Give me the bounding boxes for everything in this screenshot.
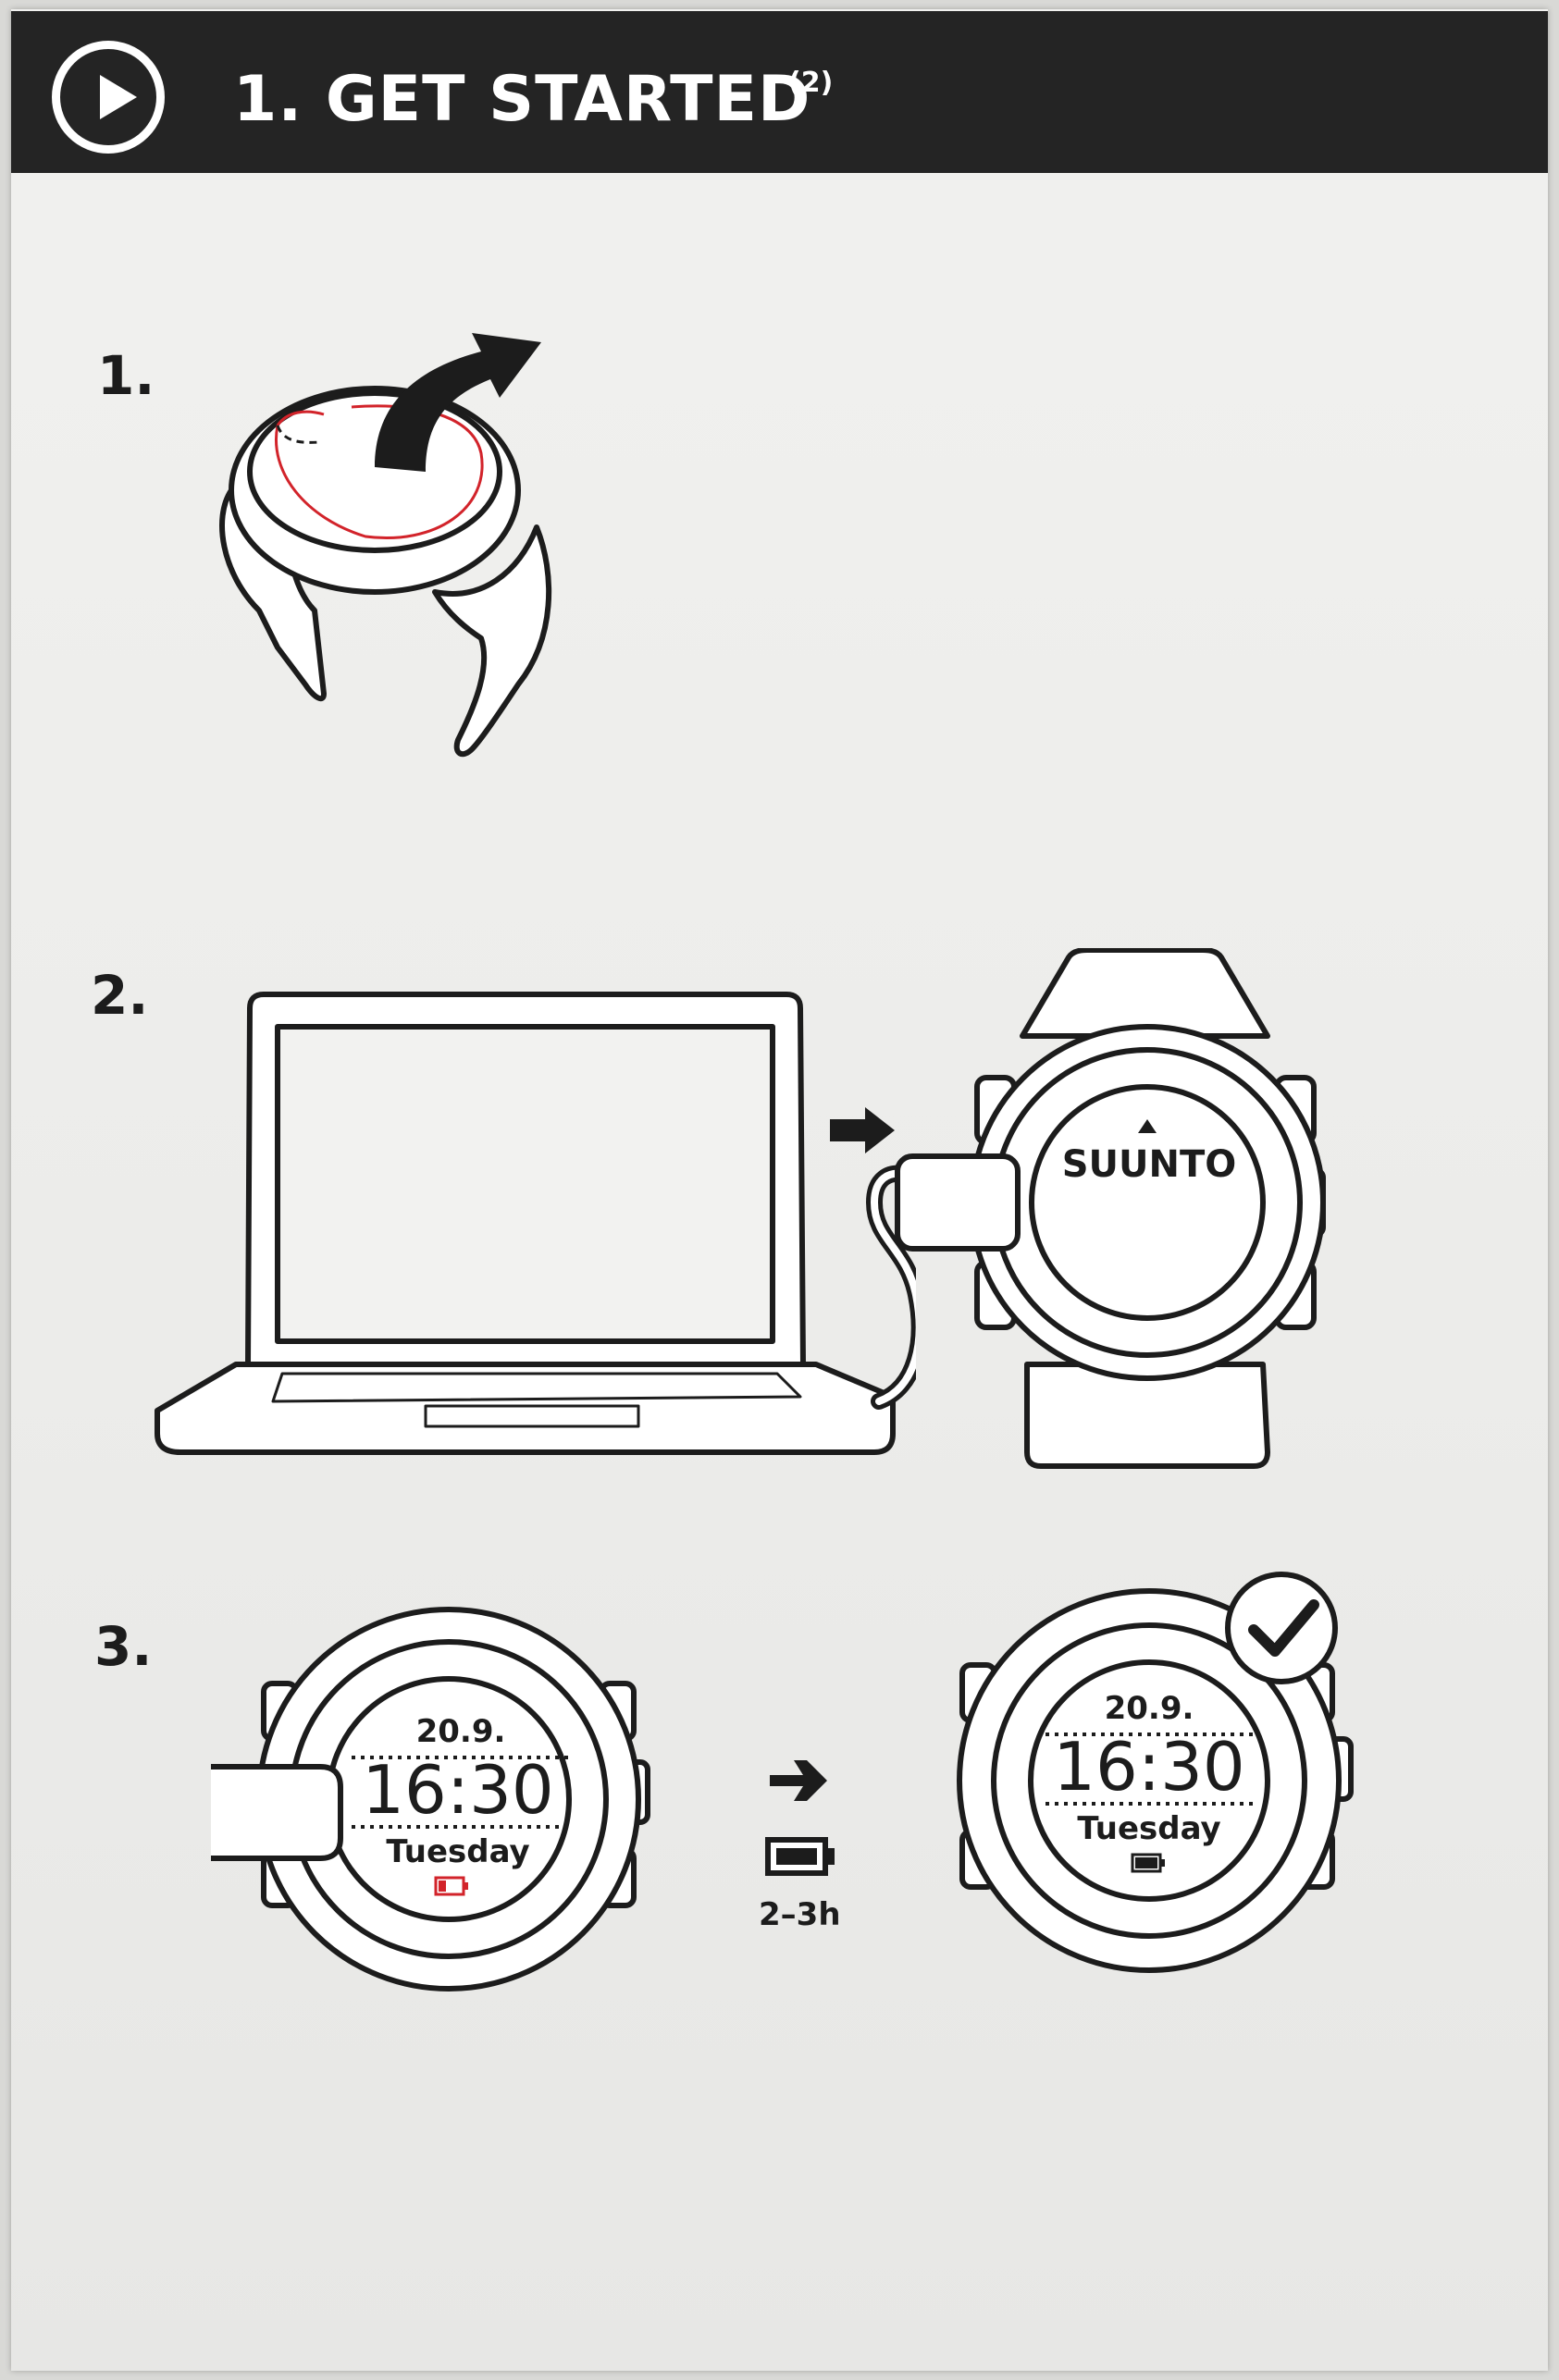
watch-illustration: SUUNTO: [888, 947, 1388, 1488]
play-icon: [52, 41, 165, 154]
section-superscript: (2): [788, 67, 834, 99]
step-1-number: 1.: [97, 344, 155, 407]
battery-icon: [1131, 1853, 1165, 1873]
battery-icon: [764, 1836, 838, 1881]
date-label: 20.9.: [416, 1713, 506, 1750]
date-label: 20.9.: [1105, 1690, 1194, 1727]
checkmark-icon: [1225, 1572, 1338, 1684]
arrow-icon: [766, 1753, 831, 1812]
day-label: Tuesday: [386, 1833, 529, 1870]
charging-clip: [211, 1762, 350, 1872]
step-1-illustration: [204, 333, 592, 771]
arrow-icon: [828, 1105, 897, 1160]
day-label: Tuesday: [1077, 1810, 1220, 1847]
step-2-number: 2.: [91, 964, 149, 1027]
watch-brand: SUUNTO: [1062, 1143, 1237, 1186]
arrow-icon: [375, 333, 541, 472]
charge-duration: 2–3h: [759, 1896, 841, 1933]
section-header: 1. GET STARTED (2): [11, 11, 1548, 173]
time-label: 16:30: [1053, 1728, 1245, 1806]
step-3-number: 3.: [94, 1615, 153, 1678]
battery-icon: [434, 1876, 468, 1896]
laptop-illustration: [148, 990, 928, 1474]
time-label: 16:30: [362, 1751, 554, 1829]
section-title: 1. GET STARTED: [233, 63, 811, 136]
watch-charged-illustration: 20.9. 16:30 Tuesday: [934, 1563, 1388, 1983]
